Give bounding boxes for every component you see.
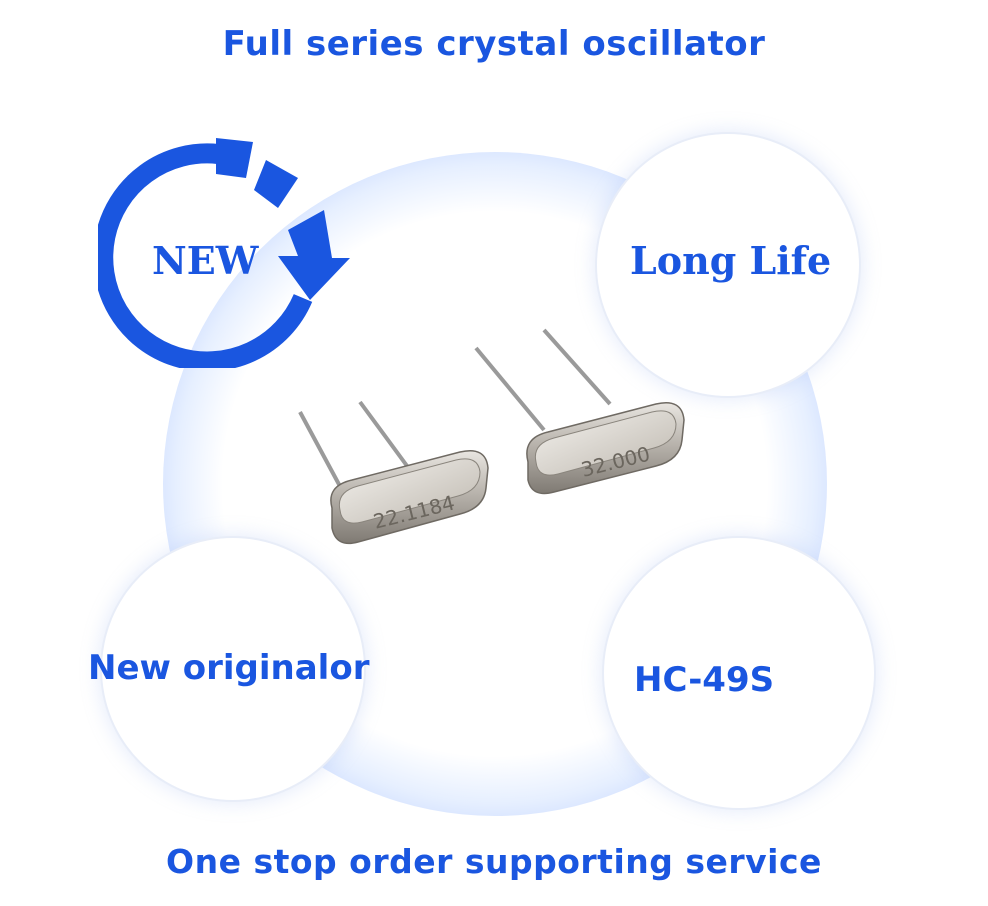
refresh-segment-2 [254,160,298,208]
bubble-new-original [102,538,364,800]
crystal-oscillators-image: 22.1184 32.000 [298,328,685,545]
refresh-arc [98,143,313,368]
left-crystal-lead-2 [358,400,412,472]
footer-tagline: One stop order supporting service [166,842,822,881]
page-title: Full series crystal oscillator [222,24,766,64]
badge-long-life: Long Life [630,238,832,283]
badge-new-original: New originalor [88,648,370,688]
left-crystal-lead-1 [298,411,344,491]
badge-model: HC-49S [634,660,775,700]
right-crystal-lead-2 [542,328,612,406]
bubble-model [604,538,874,808]
refresh-arrow-icon [98,138,350,368]
refresh-segment-1 [216,138,253,178]
refresh-arrowhead [278,210,350,300]
right-crystal: 32.000 [526,402,685,495]
left-crystal: 22.1184 [330,450,489,545]
bubble-long-life [597,134,859,396]
right-crystal-lead-1 [474,346,546,432]
badge-new: NEW [152,238,259,283]
